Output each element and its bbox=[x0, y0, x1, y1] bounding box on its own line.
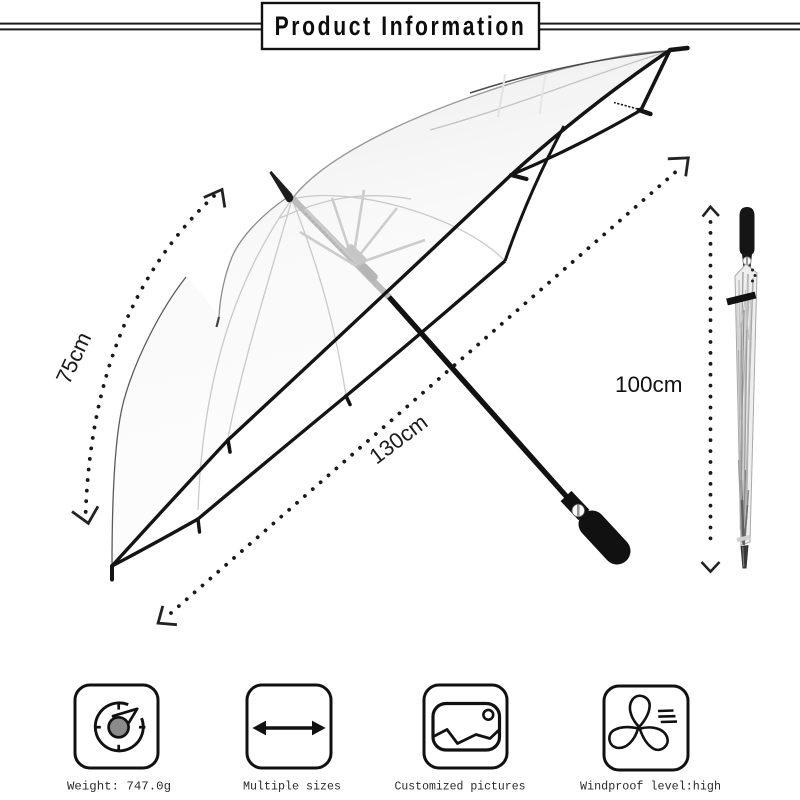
svg-text:100cm: 100cm bbox=[615, 372, 683, 397]
svg-text:Windproof level:high: Windproof level:high bbox=[580, 780, 721, 794]
svg-text:Weight: 747.0g: Weight: 747.0g bbox=[67, 780, 171, 794]
svg-text:Customized pictures: Customized pictures bbox=[395, 780, 526, 794]
svg-text:Product Information: Product Information bbox=[275, 12, 527, 42]
svg-text:Multiple sizes: Multiple sizes bbox=[243, 780, 341, 794]
